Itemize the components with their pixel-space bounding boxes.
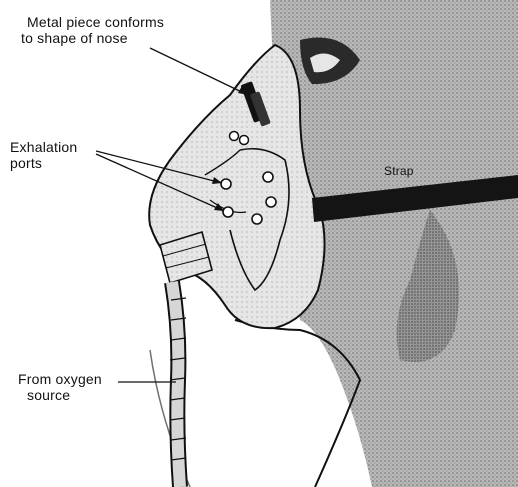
- exhalation-label-line2: ports: [10, 156, 42, 171]
- leader-metal-piece: [150, 48, 248, 95]
- strap-label: Strap: [384, 164, 414, 179]
- oxygen-tube-icon: [160, 232, 212, 487]
- metal-piece-label-line2: to shape of nose: [21, 31, 128, 46]
- metal-piece-label-line1: Metal piece conforms: [27, 15, 164, 30]
- exhalation-label-line1: Exhalation: [10, 140, 77, 155]
- oxygen-source-label-line1: From oxygen: [18, 372, 102, 387]
- oxygen-source-label-line2: source: [27, 388, 70, 403]
